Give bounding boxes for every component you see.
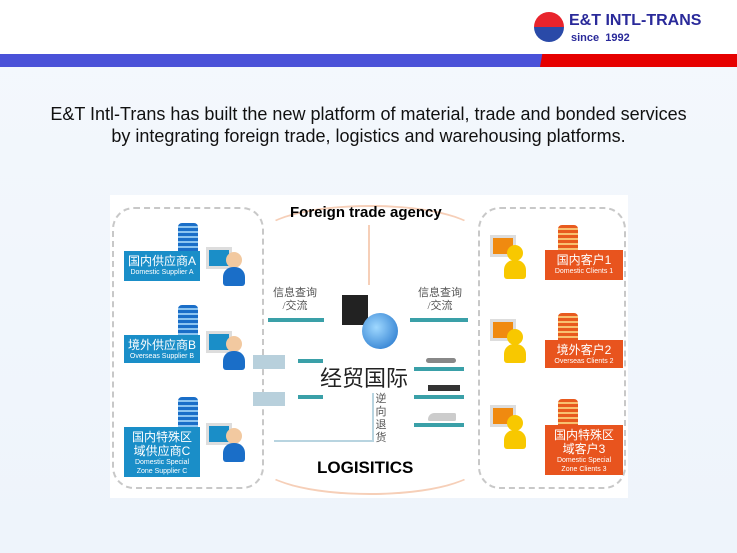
info-arrow-left — [268, 318, 324, 322]
top-arc — [260, 205, 480, 265]
person-icon — [504, 329, 526, 363]
headline-line-2: by integrating foreign trade, logistics … — [111, 126, 626, 146]
person-icon — [223, 428, 245, 462]
return-arrow — [274, 440, 374, 442]
building-icon — [558, 313, 578, 345]
person-icon — [504, 415, 526, 449]
header-bar-red-fill — [545, 54, 737, 67]
person-icon — [223, 252, 245, 286]
logistics-label: LOGISITICS — [317, 458, 414, 477]
center-label: 经贸国际 — [320, 367, 409, 392]
person-icon — [223, 336, 245, 370]
office-building-icon — [342, 295, 368, 325]
header — [0, 0, 737, 54]
since-year: since 1992 — [571, 32, 630, 44]
ship-route-arrow — [414, 395, 464, 399]
info-exchange-right: 信息查询 /交流 — [418, 287, 462, 312]
header-bar-blue — [0, 54, 545, 67]
return-line — [372, 393, 374, 441]
flow-arrow — [298, 359, 323, 363]
foreign-trade-agency-label: Foreign trade agency — [290, 204, 442, 221]
headline-line-1: E&T Intl-Trans has built the new platfor… — [50, 104, 687, 124]
connector-block — [253, 392, 285, 406]
suppliers-group — [112, 207, 264, 489]
return-goods-label: 逆向退货 — [375, 393, 387, 444]
train-route-arrow — [414, 423, 464, 427]
ship-icon — [428, 385, 460, 391]
flow-arrow — [298, 395, 323, 399]
globe-icon — [362, 313, 398, 349]
company-logo-icon — [534, 12, 564, 42]
building-icon — [178, 397, 198, 429]
building-icon — [178, 223, 198, 255]
brand-name: E&T INTL-TRANS — [569, 12, 702, 29]
clients-group — [478, 207, 626, 489]
info-exchange-left: 信息查询 /交流 — [273, 287, 317, 312]
bottom-arc — [260, 435, 480, 495]
person-icon — [504, 245, 526, 279]
building-icon — [558, 399, 578, 431]
down-arrow — [368, 225, 370, 285]
train-icon — [428, 413, 456, 421]
connector-block — [253, 355, 285, 369]
airplane-icon — [426, 358, 456, 363]
building-icon — [558, 225, 578, 257]
info-arrow-right — [410, 318, 468, 322]
airplane-route-arrow — [414, 367, 464, 371]
building-icon — [178, 305, 198, 337]
headline: E&T Intl-Trans has built the new platfor… — [0, 103, 737, 147]
